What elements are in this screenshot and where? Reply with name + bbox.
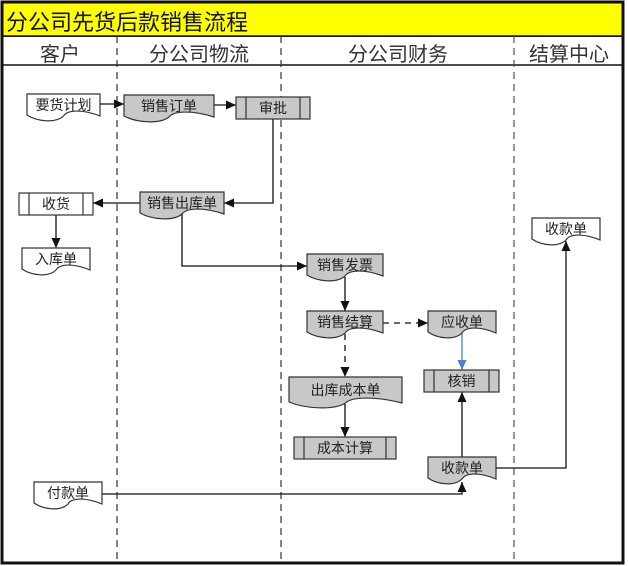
- node-label: 成本计算: [317, 441, 373, 457]
- node-cost-calc[interactable]: 成本计算: [293, 436, 397, 460]
- node-label: 入库单: [35, 252, 77, 268]
- document-shape: [33, 481, 103, 510]
- diagram-title: 分公司先货后款销售流程: [6, 11, 249, 36]
- arrowhead: [418, 318, 428, 328]
- document-shape: [531, 217, 601, 246]
- title-bar: 分公司先货后款销售流程: [2, 2, 622, 37]
- arrowhead: [340, 367, 350, 377]
- process-shape: [293, 436, 397, 460]
- node-sales-order[interactable]: 销售订单: [123, 94, 215, 123]
- document-shape: [427, 456, 497, 485]
- arrowhead: [457, 392, 467, 402]
- node-label: 出库成本单: [311, 383, 381, 399]
- edge-13: [102, 482, 463, 495]
- lane-header-customer: 客户: [40, 42, 80, 66]
- document-shape: [306, 253, 384, 282]
- node-label: 要货计划: [36, 97, 92, 114]
- node-inbound-order[interactable]: 入库单: [21, 247, 91, 276]
- lane-header-branch-finance: 分公司财务: [348, 42, 448, 66]
- arrowhead: [457, 360, 467, 370]
- node-label: 核销: [448, 374, 476, 390]
- node-label: 收款单: [545, 222, 587, 238]
- edge-6: [181, 214, 307, 267]
- node-label: 销售订单: [141, 99, 197, 115]
- document-shape: [21, 247, 91, 276]
- node-label: 销售出库单: [147, 196, 217, 212]
- lane-header-branch-logistics: 分公司物流: [149, 42, 249, 66]
- arrowhead: [561, 241, 571, 251]
- node-label: 销售发票: [317, 258, 373, 274]
- node-approval[interactable]: 审批: [235, 96, 311, 120]
- process-shape: [18, 192, 94, 216]
- process-shape: [235, 96, 311, 120]
- document-shape: [123, 94, 215, 123]
- process-shape: [423, 369, 500, 393]
- arrowhead: [297, 261, 307, 271]
- document-shape: [306, 310, 384, 339]
- node-receipt-finance[interactable]: 收款单: [427, 456, 497, 485]
- node-label: 销售结算: [317, 315, 373, 331]
- arrowhead: [51, 238, 61, 248]
- node-receipt-center[interactable]: 收款单: [531, 217, 601, 246]
- arrowhead: [340, 427, 350, 437]
- arrowhead: [457, 482, 467, 492]
- node-write-off[interactable]: 核销: [423, 369, 500, 393]
- node-sales-outbound[interactable]: 销售出库单: [139, 191, 225, 220]
- node-label: 付款单: [47, 486, 89, 502]
- node-sales-invoice[interactable]: 销售发票: [306, 253, 384, 282]
- arrowhead: [340, 301, 350, 311]
- node-label: 收货: [42, 196, 70, 213]
- document-shape: [26, 93, 101, 122]
- node-label: 审批: [259, 101, 287, 117]
- node-sales-settlement[interactable]: 销售结算: [306, 310, 384, 339]
- node-demand-plan[interactable]: 要货计划: [26, 93, 101, 122]
- document-shape: [427, 310, 497, 339]
- lane-header-settlement-center: 结算中心: [529, 42, 609, 66]
- node-receive-goods[interactable]: 收货: [18, 192, 94, 216]
- node-payment[interactable]: 付款单: [33, 481, 103, 510]
- node-label: 收款单: [441, 461, 483, 477]
- node-receivable[interactable]: 应收单: [427, 310, 497, 339]
- node-label: 应收单: [441, 314, 483, 331]
- edge-14: [496, 241, 567, 469]
- arrowhead: [93, 198, 103, 208]
- node-outbound-cost[interactable]: 出库成本单: [288, 376, 403, 409]
- document-shape: [139, 191, 225, 220]
- edge-3: [224, 119, 274, 204]
- document-shape: [288, 376, 403, 409]
- arrowhead: [114, 99, 124, 109]
- arrowhead: [224, 198, 234, 208]
- arrowhead: [226, 100, 236, 110]
